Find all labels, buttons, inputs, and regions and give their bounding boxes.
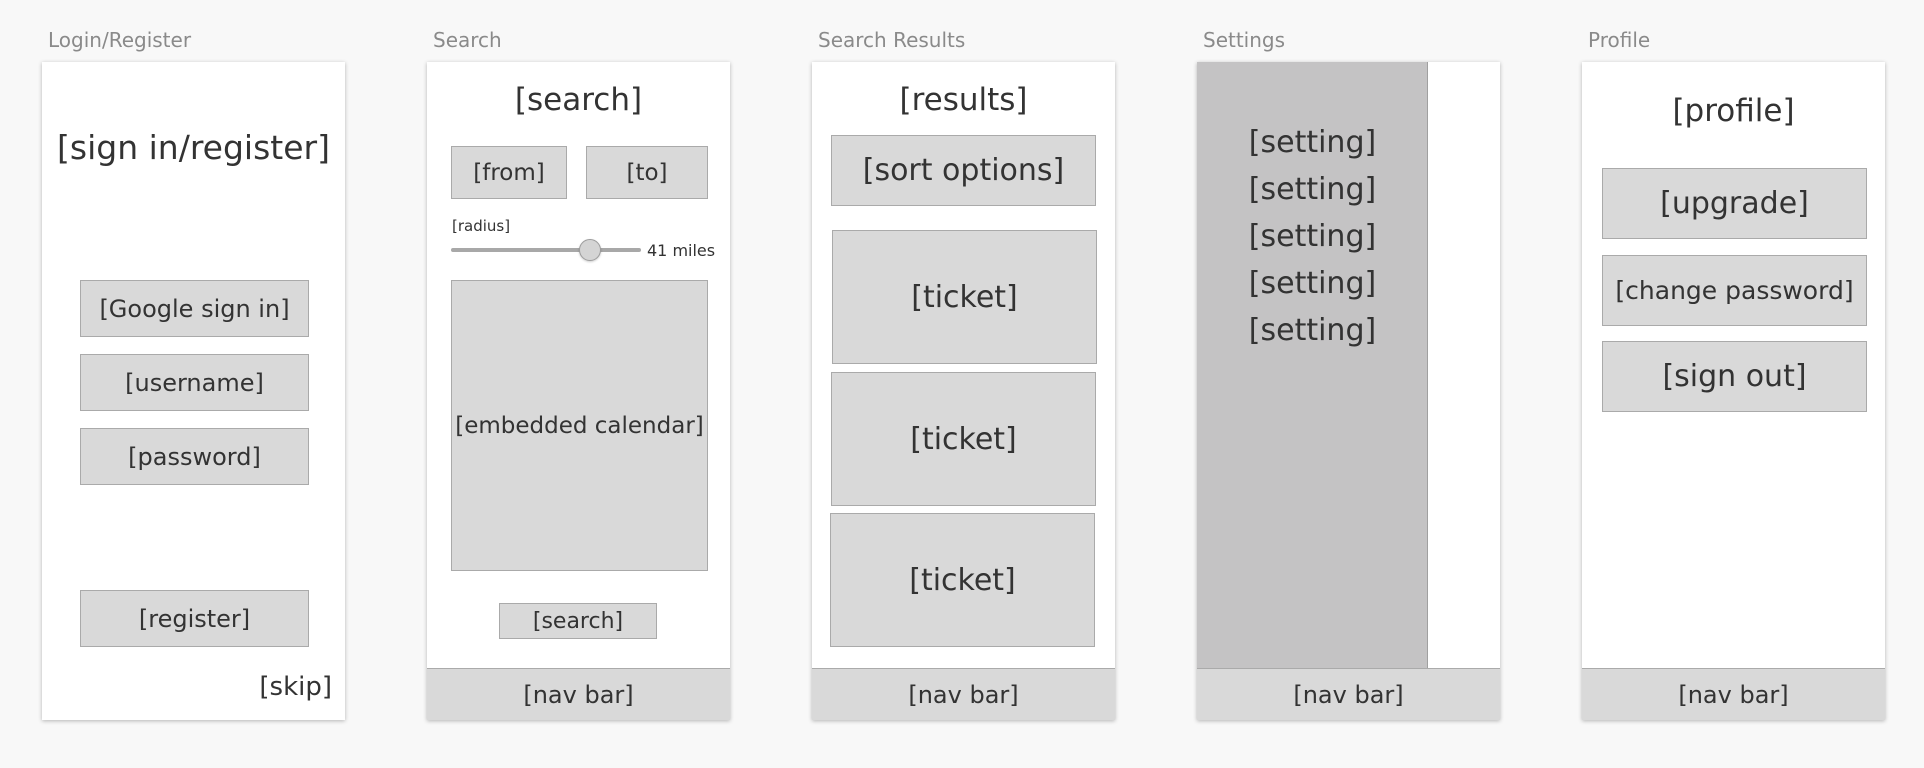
- to-field[interactable]: [to]: [586, 146, 708, 199]
- settings-item[interactable]: [setting]: [1248, 219, 1377, 254]
- nav-bar[interactable]: [nav bar]: [427, 668, 730, 720]
- login-screen: [sign in/register] [Google sign in] [use…: [42, 62, 345, 720]
- screen-label-login: Login/Register: [48, 28, 192, 52]
- sign-out-button[interactable]: [sign out]: [1602, 341, 1867, 412]
- upgrade-button[interactable]: [upgrade]: [1602, 168, 1867, 239]
- screen-label-profile: Profile: [1588, 28, 1651, 52]
- radius-slider-thumb[interactable]: [578, 239, 601, 261]
- profile-heading: [profile]: [1672, 93, 1795, 129]
- embedded-calendar[interactable]: [embedded calendar]: [451, 280, 708, 571]
- register-button[interactable]: [register]: [80, 590, 309, 647]
- settings-drawer: [setting] [setting] [setting] [setting] …: [1197, 62, 1428, 668]
- settings-item[interactable]: [setting]: [1248, 313, 1377, 348]
- radius-label: [radius]: [452, 217, 511, 235]
- from-field[interactable]: [from]: [451, 146, 567, 199]
- settings-item[interactable]: [setting]: [1248, 266, 1377, 301]
- nav-bar[interactable]: [nav bar]: [812, 668, 1115, 720]
- password-field[interactable]: [password]: [80, 428, 309, 485]
- google-sign-in-button[interactable]: [Google sign in]: [80, 280, 309, 337]
- screen-label-search: Search: [433, 28, 502, 52]
- results-heading: [results]: [899, 82, 1028, 118]
- screen-label-settings: Settings: [1203, 28, 1286, 52]
- ticket-card[interactable]: [ticket]: [832, 230, 1097, 364]
- radius-value: 41 miles: [647, 241, 716, 260]
- nav-bar[interactable]: [nav bar]: [1582, 668, 1885, 720]
- radius-slider-track: [451, 248, 641, 252]
- search-button[interactable]: [search]: [499, 603, 657, 639]
- ticket-card[interactable]: [ticket]: [831, 372, 1096, 506]
- login-heading: [sign in/register]: [57, 128, 330, 167]
- settings-item[interactable]: [setting]: [1248, 125, 1377, 160]
- results-screen: [results] [sort options] [ticket] [ticke…: [812, 62, 1115, 720]
- search-heading: [search]: [514, 82, 643, 118]
- settings-item[interactable]: [setting]: [1248, 172, 1377, 207]
- settings-screen: [setting] [setting] [setting] [setting] …: [1197, 62, 1500, 720]
- search-screen: [search] [from] [to] [radius] 41 miles […: [427, 62, 730, 720]
- change-password-button[interactable]: [change password]: [1602, 255, 1867, 326]
- screen-label-results: Search Results: [818, 28, 966, 52]
- profile-screen: [profile] [upgrade] [change password] [s…: [1582, 62, 1885, 720]
- username-field[interactable]: [username]: [80, 354, 309, 411]
- sort-options-button[interactable]: [sort options]: [831, 135, 1096, 206]
- skip-link[interactable]: [skip]: [259, 672, 332, 702]
- ticket-card[interactable]: [ticket]: [830, 513, 1095, 647]
- nav-bar[interactable]: [nav bar]: [1197, 668, 1500, 720]
- radius-slider[interactable]: [451, 238, 641, 262]
